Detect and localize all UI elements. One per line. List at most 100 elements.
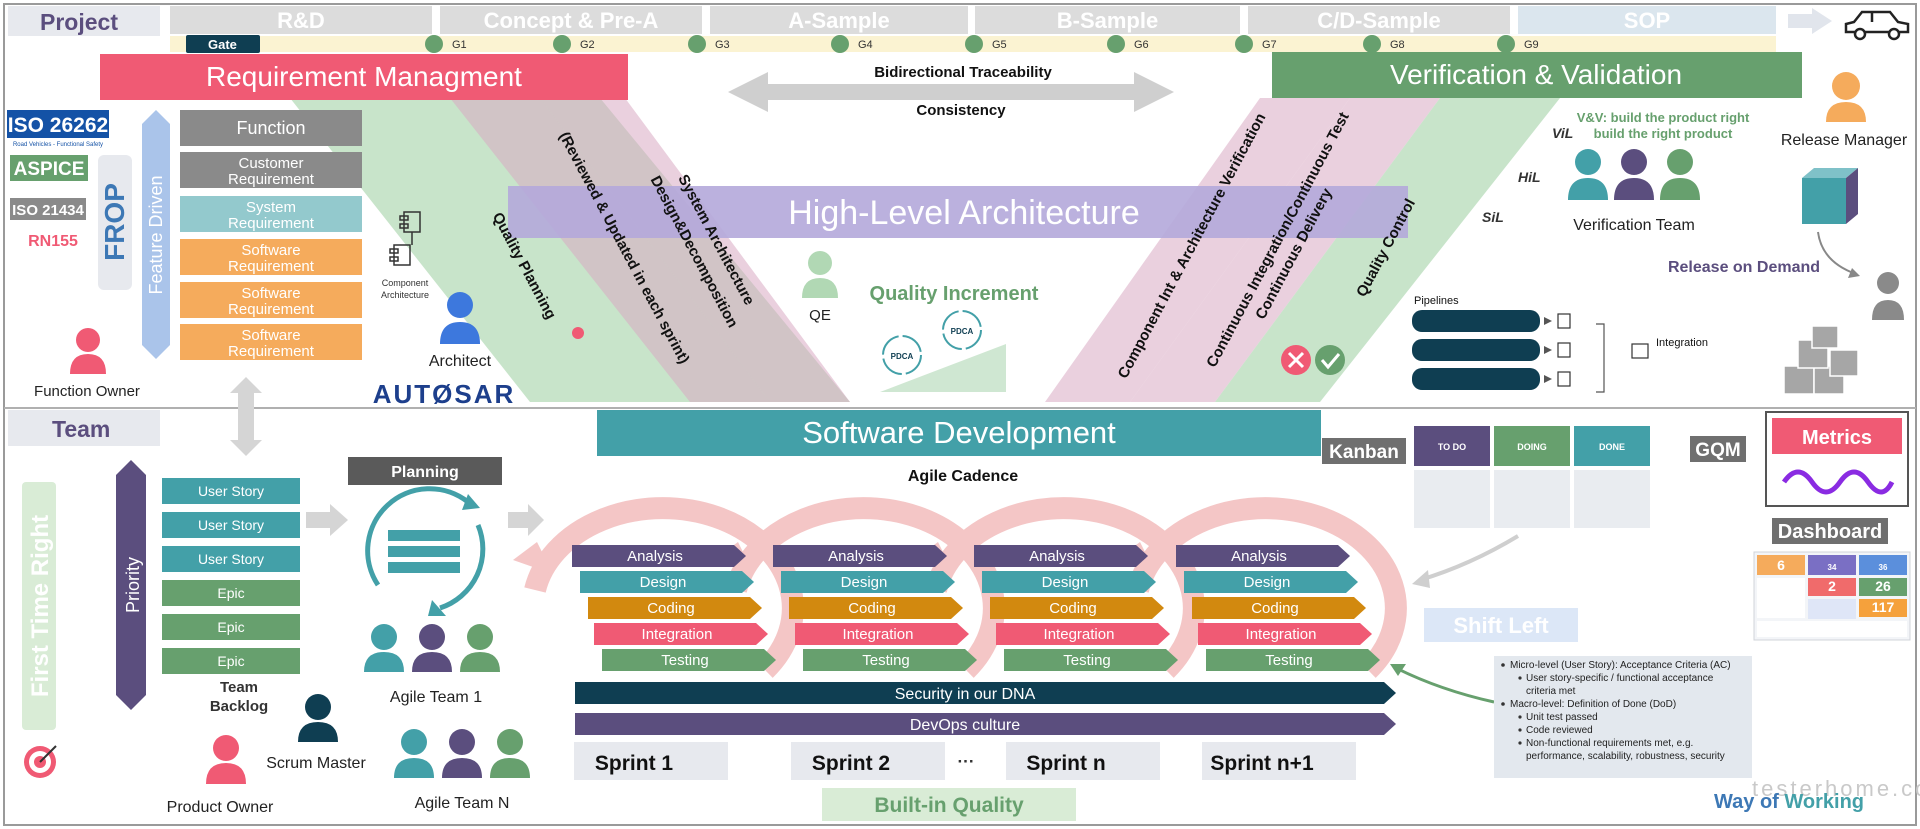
- dashboard-value: 6: [1777, 557, 1785, 573]
- requirement-line1: Software: [241, 327, 300, 344]
- sprint-label-box: [1202, 742, 1356, 780]
- backlog-item-label: Epic: [217, 619, 244, 635]
- requirement-box: [180, 239, 362, 275]
- dashboard-panel: [1757, 578, 1805, 618]
- planning-to-sprint-arrow: [508, 504, 544, 536]
- gate-marker: [1107, 35, 1125, 53]
- kanban-column-header: [1494, 426, 1570, 466]
- gate-label-box: [186, 35, 260, 53]
- backlog-item-label: User Story: [198, 483, 264, 499]
- agile-team-n-icon: [394, 729, 530, 778]
- sprint-step-label: Design: [1244, 574, 1291, 591]
- qe-person-icon: [802, 251, 838, 298]
- team-label: Team: [52, 416, 110, 442]
- bullet: [1518, 715, 1522, 719]
- iso21434-label: ISO 21434: [12, 202, 84, 219]
- sprint-step-testing: [803, 649, 977, 671]
- phase-box: [975, 6, 1240, 34]
- requirement-line2: Requirement: [228, 171, 315, 188]
- vv-note-line1: V&V: build the product right: [1577, 110, 1750, 125]
- sprint-label: Sprint 2: [812, 752, 890, 775]
- sprint-step-label: Testing: [661, 652, 709, 669]
- backlog-item: [162, 478, 300, 504]
- high-level-architecture-bar: [508, 186, 1408, 238]
- dashboard-tile: [1757, 555, 1805, 575]
- iso26262-badge: [7, 110, 109, 138]
- agile-team-1-label: Agile Team 1: [390, 689, 482, 706]
- reject-icon: [1281, 345, 1311, 375]
- phase-box: [1248, 6, 1510, 34]
- sprint-step-label: Analysis: [627, 548, 683, 565]
- software-development-title: Software Development: [802, 415, 1116, 450]
- phase-box: [440, 6, 702, 34]
- gate-label-G4: G4: [858, 39, 873, 51]
- kanban-column-body: [1574, 470, 1650, 528]
- way-of-label: Way of: [1714, 791, 1779, 813]
- backlog-item-label: User Story: [198, 517, 264, 533]
- phase-label: R&D: [277, 8, 325, 33]
- sprint-cycle-arc: [524, 497, 804, 678]
- dashboard-tile: [1859, 599, 1907, 617]
- sprint-step-integration: [1198, 623, 1372, 645]
- sprint-step-label: Integration: [843, 626, 914, 643]
- architect-label: Architect: [429, 353, 492, 370]
- architect-person-icon: [440, 292, 480, 344]
- phase-box: [170, 6, 432, 34]
- metrics-header: [1772, 418, 1902, 454]
- bidirectional-traceability: Bidirectional Traceability: [874, 64, 1052, 81]
- kanban-column-label: TO DO: [1438, 442, 1466, 452]
- dashboard-value: 34: [1828, 563, 1837, 572]
- sprint-step-label: Coding: [848, 600, 896, 617]
- sprint-label: Sprint n: [1026, 752, 1105, 775]
- release-arrow: [1817, 231, 1857, 275]
- sprint-label: Sprint n+1: [1210, 752, 1314, 775]
- bullet: [1518, 741, 1522, 745]
- sprint-step-label: Integration: [642, 626, 713, 643]
- gate-marker: [688, 35, 706, 53]
- qe-label: QE: [809, 307, 831, 324]
- dashboard-tile: [1808, 578, 1856, 596]
- requirement-box: [180, 110, 362, 146]
- component-architecture-line1: Component: [382, 278, 429, 288]
- sprint-step-testing: [1206, 649, 1380, 671]
- car-icon: [1844, 10, 1910, 41]
- pipelines-label: Pipelines: [1414, 295, 1459, 307]
- dashboard-tile: [1859, 555, 1907, 575]
- sprint-step-label: Analysis: [1231, 548, 1287, 565]
- v-model-bands: [290, 98, 1560, 402]
- frame: [3, 3, 1917, 826]
- sprint-step-label: Integration: [1044, 626, 1115, 643]
- built-in-quality-box: [822, 788, 1076, 821]
- kanban-column-body: [1494, 470, 1570, 528]
- sprint-step-coding: [588, 597, 762, 619]
- dod-macro-nf-1: Non-functional requirements met, e.g.: [1526, 738, 1693, 749]
- way-of-working-logo: Way of Working: [1714, 791, 1864, 813]
- agile-cadence-label: Agile Cadence: [908, 468, 1018, 485]
- dashboard-value: 26: [1875, 578, 1891, 594]
- first-time-right-bar: [22, 482, 56, 730]
- devops-label: DevOps culture: [910, 717, 1020, 734]
- quality-increment-label: Quality Increment: [870, 283, 1039, 305]
- sprint-labels: Sprint 1 Sprint 2 Sprint n Sprint n+1: [574, 742, 1356, 780]
- backlog-item: [162, 546, 300, 572]
- phase-label: B-Sample: [1057, 8, 1158, 33]
- gate-marker: [553, 35, 571, 53]
- shift-left-arrow: [1419, 534, 1520, 582]
- sprint-cycle-arrowhead: [513, 542, 553, 574]
- phase-box: [710, 6, 968, 34]
- product-owner-label: Product Owner: [167, 799, 274, 816]
- kanban-column-body: [1414, 470, 1490, 528]
- dashboard-value: 117: [1872, 599, 1895, 615]
- team-label-box: [8, 410, 160, 446]
- sprint-step-design: [982, 571, 1156, 593]
- team-link-arrow: [230, 377, 262, 456]
- sprint-label: Sprint 1: [595, 752, 673, 775]
- sprint-cycle-arc: [725, 497, 1005, 678]
- pdca-cycle-icon-1: [882, 335, 922, 375]
- watermark: testerhome.com: [1752, 776, 1920, 801]
- verification-team-label: Verification Team: [1573, 217, 1695, 234]
- sprint-step-label: Design: [841, 574, 888, 591]
- devops-bar: [575, 713, 1396, 735]
- requirement-line1: System: [246, 199, 296, 216]
